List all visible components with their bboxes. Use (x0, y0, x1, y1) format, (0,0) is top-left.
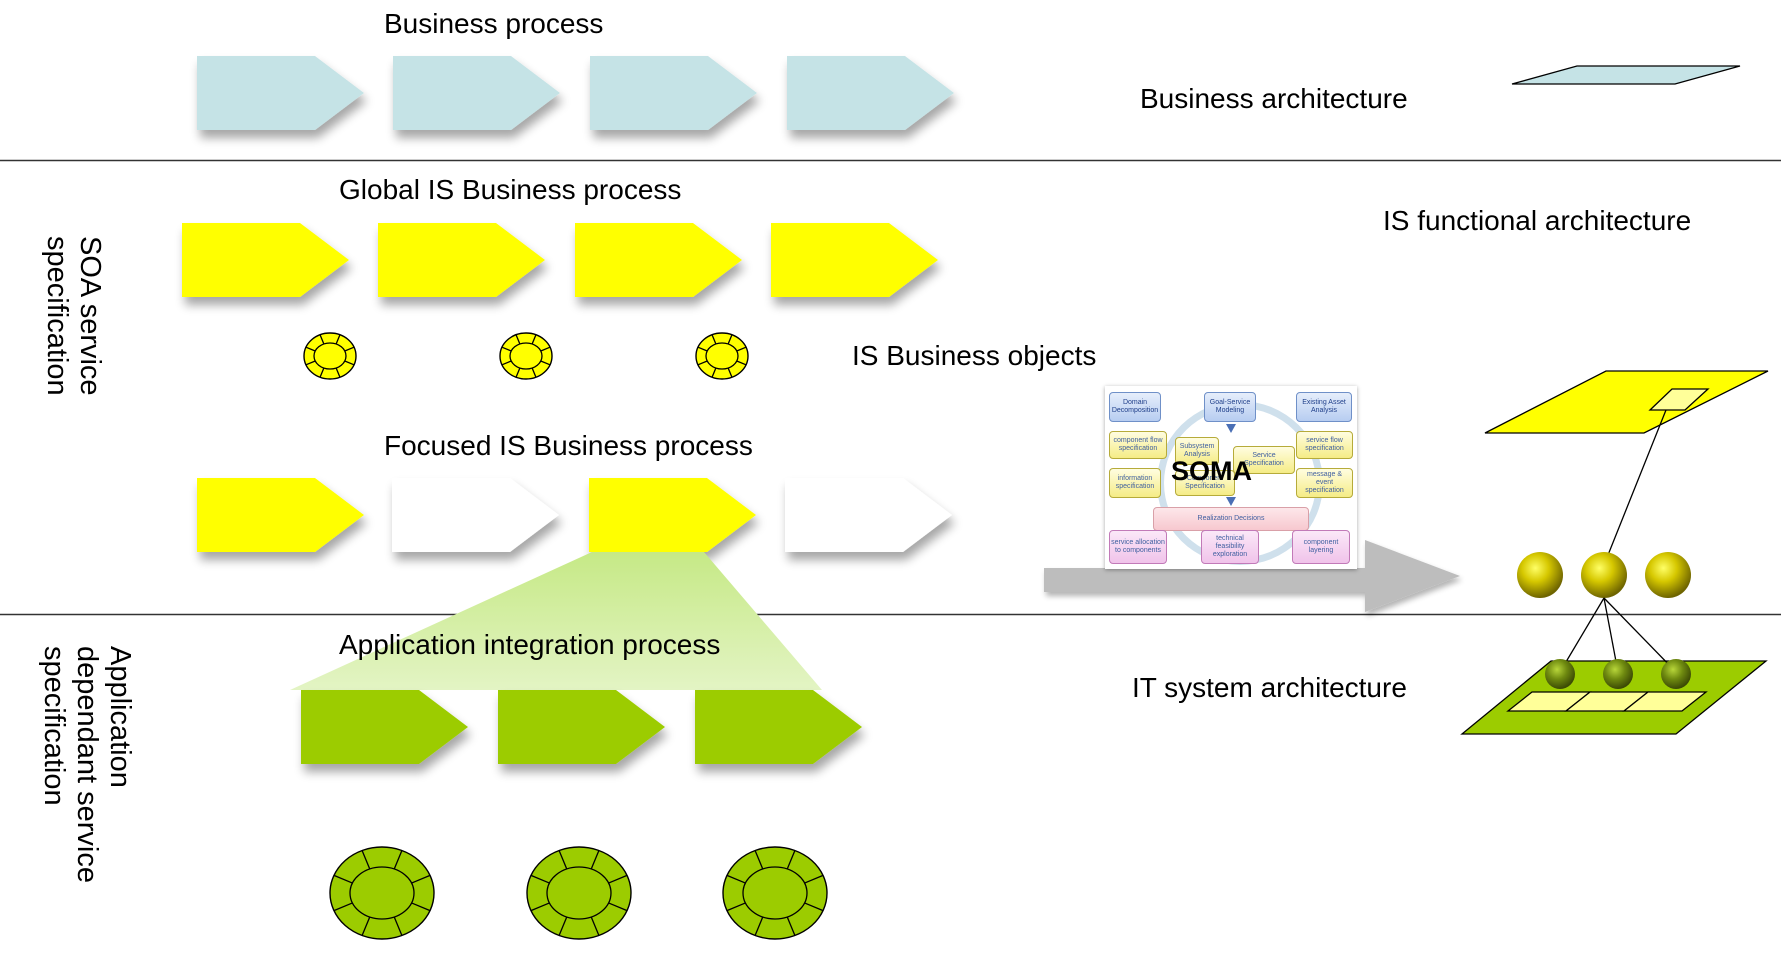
soma-down-arrow (1226, 424, 1236, 433)
application-side-label: Application dependant service specificat… (37, 646, 136, 883)
business-object-icon (695, 332, 749, 380)
business-object-icon (303, 332, 357, 380)
is-functional-architecture-label: IS functional architecture (1383, 205, 1692, 236)
focused-chevron-active (589, 478, 756, 552)
it-service-ball (1661, 659, 1691, 689)
soma-box-information: information specification (1109, 468, 1161, 498)
app-chevron (498, 690, 665, 764)
is-chevron (575, 223, 742, 297)
focused-chevron-inactive (392, 478, 559, 552)
global-is-process-chevrons (182, 223, 938, 297)
soma-box-subsystem: Subsystem Analysis (1175, 437, 1219, 465)
soma-down-arrow (1226, 497, 1236, 506)
business-architecture-plane (1511, 65, 1741, 85)
soma-title: SOMA (1171, 456, 1252, 486)
focused-chevron-active (197, 478, 364, 552)
service-object-icon (722, 846, 828, 940)
it-system-components (1506, 691, 1708, 712)
soa-side-label-line: SOA service (74, 236, 106, 396)
service-object-icon (526, 846, 632, 940)
soma-box-domain: Domain Decomposition (1109, 392, 1161, 422)
business-object-icon (499, 332, 553, 380)
is-chevron (378, 223, 545, 297)
business-architecture-label: Business architecture (1140, 83, 1408, 114)
business-process-chevrons (197, 56, 954, 130)
is-business-objects-label: IS Business objects (852, 340, 1097, 371)
application-side-label-line: specification (38, 646, 70, 806)
application-side-label-line: dependant service (71, 646, 103, 883)
app-chevron (301, 690, 468, 764)
business-chevron (393, 56, 560, 130)
soma-box-component-spec: Component Specification (1175, 470, 1235, 496)
service-ball (1517, 552, 1563, 598)
service-object-icon (329, 846, 435, 940)
business-chevron (787, 56, 954, 130)
focused-is-process-label: Focused IS Business process (384, 430, 753, 461)
focused-chevron-inactive (785, 478, 952, 552)
is-functional-plane (1484, 370, 1769, 434)
soma-box-message: message & event specification (1296, 468, 1353, 498)
soma-box-service-spec: Service Specification (1233, 446, 1295, 474)
is-chevron (771, 223, 938, 297)
soma-method-figure: Domain Decomposition Goal-Service Modeli… (1105, 386, 1357, 569)
soma-box-allocation: service allocation to components (1109, 530, 1167, 564)
soa-side-label: SOA service specification (40, 236, 106, 396)
service-ball (1581, 552, 1627, 598)
is-business-objects (303, 332, 749, 380)
zoom-trapezoid (290, 552, 822, 690)
it-service-ball (1545, 659, 1575, 689)
soma-box-goal: Goal-Service Modeling (1204, 392, 1256, 422)
service-ball (1645, 552, 1691, 598)
app-chevron (695, 690, 862, 764)
application-integration-label: Application integration process (339, 629, 721, 660)
application-integration-chevrons (301, 690, 862, 764)
is-chevron (182, 223, 349, 297)
focused-is-process-chevrons (197, 478, 952, 552)
application-service-objects (329, 846, 828, 940)
application-side-label-line: Application (104, 646, 136, 788)
connector-line (1603, 409, 1667, 566)
soma-box-existing: Existing Asset Analysis (1296, 392, 1352, 422)
soma-box-component-flow: component flow specification (1109, 431, 1167, 459)
business-chevron (590, 56, 757, 130)
is-functional-plane-inner (1648, 388, 1710, 411)
soma-box-layering: component layering (1292, 530, 1350, 564)
it-service-ball (1603, 659, 1633, 689)
it-system-architecture-label: IT system architecture (1132, 672, 1407, 703)
soma-box-realization: Realization Decisions (1153, 507, 1309, 531)
soa-side-label-line: specification (41, 236, 73, 396)
global-is-process-label: Global IS Business process (339, 174, 682, 205)
business-chevron (197, 56, 364, 130)
soma-box-service-flow: service flow specification (1296, 431, 1353, 459)
soma-box-technical: technical feasibility exploration (1201, 530, 1259, 564)
big-transition-arrow (1044, 540, 1460, 612)
business-process-label: Business process (384, 8, 604, 39)
